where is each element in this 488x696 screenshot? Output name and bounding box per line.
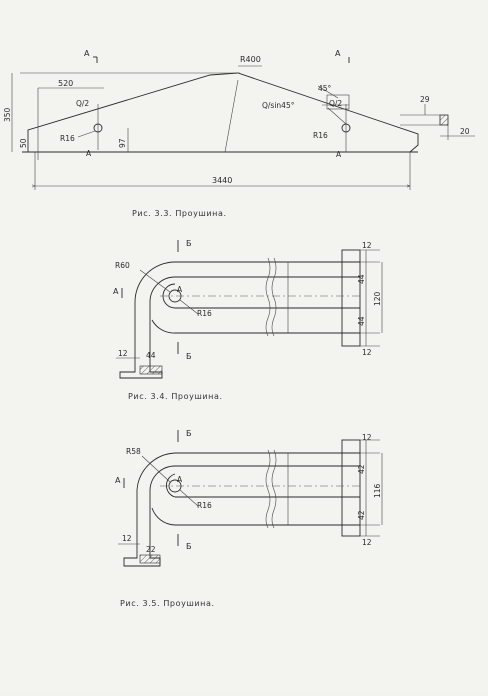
fig1-dim-50: 50 bbox=[19, 138, 28, 148]
fig3-r58: R58 bbox=[126, 447, 141, 456]
fig3-r16-leader bbox=[179, 489, 199, 507]
fig2-outline bbox=[119, 261, 360, 379]
fig1-caption: Рис. 3.3. Проушина. bbox=[132, 209, 227, 218]
fig2-section-b-top: Б bbox=[186, 239, 192, 248]
fig2-section-b-bottom: Б bbox=[186, 352, 192, 361]
fig3-center-a: A bbox=[177, 475, 183, 484]
fig3-dim-bot12: 12 bbox=[362, 538, 372, 547]
fig1-dim-20: 20 bbox=[460, 127, 470, 136]
fig1-45-line bbox=[317, 85, 339, 99]
fig1-thickness-section bbox=[439, 114, 449, 126]
fig3-r16: R16 bbox=[197, 501, 212, 510]
fig3-break-2 bbox=[271, 449, 277, 529]
fig1-section-a-right: A bbox=[335, 49, 341, 58]
fig1-r16-left: R16 bbox=[60, 134, 75, 143]
fig2-dim-top12: 12 bbox=[362, 241, 372, 250]
fig2-caption: Рис. 3.4. Проушина. bbox=[128, 392, 223, 401]
fig2-dim-44b: 44 bbox=[357, 316, 366, 326]
fig3-r58-leader bbox=[141, 455, 171, 483]
fig2-section-a: A bbox=[113, 287, 119, 296]
fig1-lug-plate: A A A A 350 50 97 520 Q/2 R16 R400 45° Q… bbox=[3, 49, 475, 218]
fig3-dim-top12: 12 bbox=[362, 433, 372, 442]
fig3-section-b-top: Б bbox=[186, 429, 192, 438]
fig2-end-plate bbox=[341, 249, 361, 347]
fig2-r60: R60 bbox=[115, 261, 130, 270]
fig1-section-a-left: A bbox=[84, 49, 90, 58]
fig1-angle-45: 45° bbox=[318, 84, 332, 93]
fig3-end-plate bbox=[341, 439, 361, 537]
fig1-section-a-bottom-right: A bbox=[336, 150, 342, 159]
fig1-outline bbox=[27, 72, 419, 153]
fig1-r400-line bbox=[224, 79, 239, 153]
fig3-dim-42a: 42 bbox=[357, 464, 366, 474]
fig2-eye: A Б Б A R60 R16 12 44 120 44 12 12 44 Ри… bbox=[113, 239, 383, 401]
fig1-dim-29: 29 bbox=[420, 95, 430, 104]
fig2-r16-leader bbox=[179, 299, 199, 315]
fig1-right-leader bbox=[327, 107, 347, 125]
fig3-break-1 bbox=[265, 449, 271, 529]
fig2-dim-bot12: 12 bbox=[362, 348, 372, 357]
fig2-lower-outline bbox=[151, 283, 360, 334]
fig2-dim-120: 120 bbox=[373, 291, 382, 306]
fig2-dim-44a: 44 bbox=[357, 274, 366, 284]
fig3-section-b-bottom: Б bbox=[186, 542, 192, 551]
fig3-dim-42b: 42 bbox=[357, 510, 366, 520]
fig1-dim-3440: 3440 bbox=[212, 176, 232, 185]
fig1-dim-97: 97 bbox=[118, 138, 127, 148]
fig1-dim-520: 520 bbox=[58, 79, 73, 88]
fig1-q2-right: Q/2 bbox=[329, 99, 342, 108]
fig1-r16-leader-left bbox=[77, 130, 96, 138]
fig1-r16-right: R16 bbox=[313, 131, 328, 140]
fig2-break-1 bbox=[265, 257, 271, 337]
fig2-break-2 bbox=[271, 257, 277, 337]
fig3-eye: A Б Б A R58 R16 12 42 116 42 12 12 22 Ри… bbox=[115, 429, 383, 608]
fig3-lower-outline bbox=[151, 473, 360, 526]
fig1-section-a-bottom-left: A bbox=[86, 149, 92, 158]
fig1-q2-right-box bbox=[326, 94, 350, 110]
fig2-r16: R16 bbox=[197, 309, 212, 318]
fig3-foot-section bbox=[139, 554, 161, 564]
fig1-q2-left: Q/2 bbox=[76, 99, 89, 108]
fig1-dim-350: 350 bbox=[3, 107, 12, 122]
fig1-q-sin45: Q/sin45° bbox=[262, 101, 295, 110]
fig3-caption: Рис. 3.5. Проушина. bbox=[120, 599, 215, 608]
fig2-center-a: A bbox=[177, 285, 183, 294]
fig2-dim-left44: 44 bbox=[146, 351, 156, 360]
fig2-dim-left12: 12 bbox=[118, 349, 128, 358]
fig2-r60-leader bbox=[139, 269, 171, 293]
fig1-r400: R400 bbox=[240, 55, 261, 64]
fig3-section-a: A bbox=[115, 476, 121, 485]
fig3-dim-116: 116 bbox=[373, 483, 382, 498]
fig2-foot-section bbox=[139, 365, 163, 375]
fig3-outline bbox=[123, 452, 360, 567]
fig3-dim-left22: 22 bbox=[146, 545, 156, 554]
fig3-dim-left12: 12 bbox=[122, 534, 132, 543]
